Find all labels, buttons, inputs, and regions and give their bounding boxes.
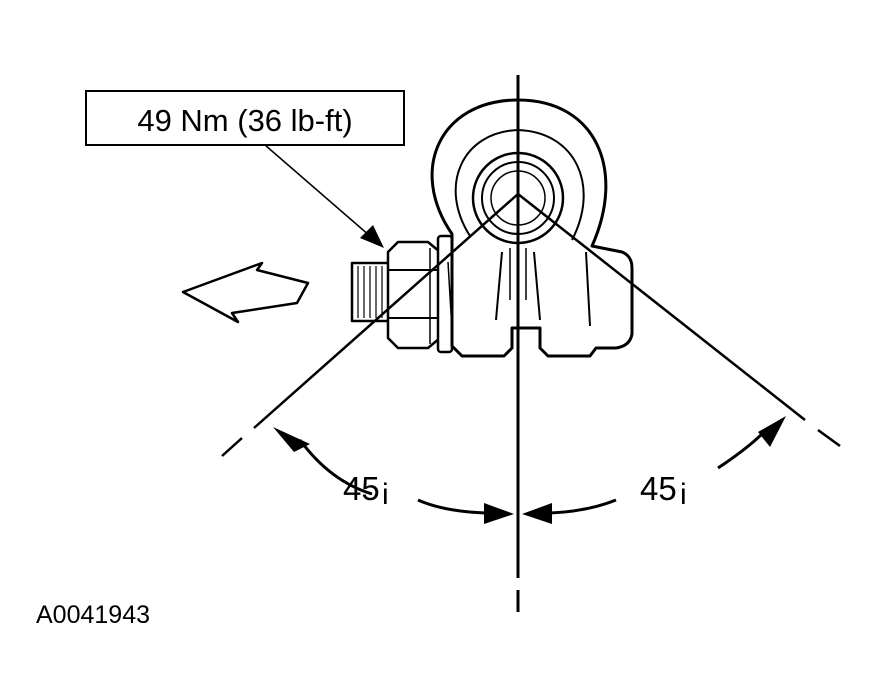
left-angle-unit: i bbox=[382, 478, 389, 511]
torque-callout-box bbox=[85, 90, 405, 146]
right-angle-dimension bbox=[522, 416, 786, 524]
right-angle-unit: i bbox=[680, 478, 687, 511]
torque-callout: 49 Nm (36 lb-ft) bbox=[85, 90, 405, 248]
figure-id: A0041943 bbox=[36, 601, 150, 629]
leader-line bbox=[264, 144, 384, 248]
angle-lines bbox=[221, 193, 841, 457]
right-angle-value: 45 bbox=[640, 470, 677, 507]
torque-label: 49 Nm (36 lb-ft) bbox=[137, 103, 352, 138]
left-arrow-icon bbox=[181, 261, 310, 324]
left-angle-value: 45 bbox=[343, 470, 380, 507]
left-angle-dimension bbox=[273, 427, 514, 524]
hex-nut bbox=[386, 240, 442, 350]
